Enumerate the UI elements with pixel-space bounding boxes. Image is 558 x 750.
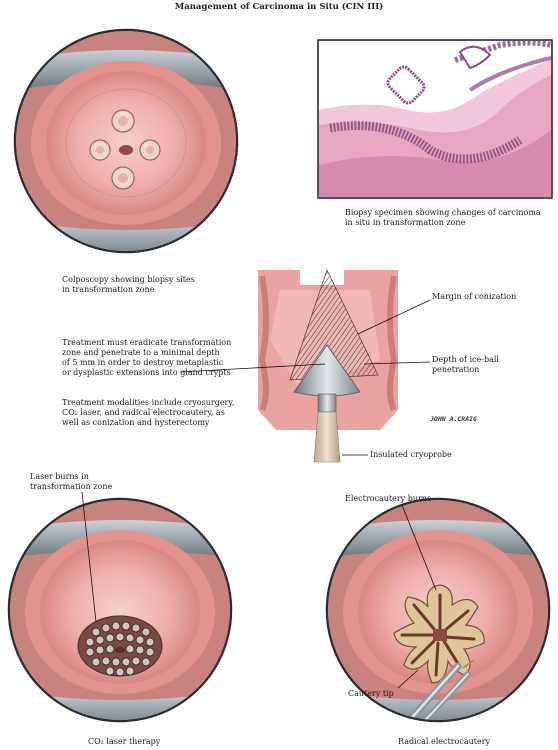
conization-diagram: [258, 268, 398, 463]
leader-treatment: [179, 363, 326, 373]
leader-margin-conization: [357, 299, 431, 335]
caption-co2-laser-therapy: CO₂ laser therapy: [88, 737, 161, 746]
caption-margin-conization: Margin of conization: [432, 292, 517, 301]
artist-signature: JOHN A.CRAIG: [430, 415, 477, 423]
caption-treatment-eradicate: Treatment must eradicate transformation …: [62, 338, 232, 377]
leader-lines: [81, 299, 437, 689]
co2-laser-view: [7, 497, 233, 723]
caption-laser-burns: Laser burns in transformation zone: [30, 472, 113, 491]
caption-radical-electrocautery: Radical electrocautery: [398, 737, 491, 746]
page-title: Management of Carcinoma in Situ (CIN III…: [174, 2, 384, 12]
caption-colposcopy: Colposcopy showing biopsy sites in trans…: [62, 275, 195, 294]
caption-treatment-modalities: Treatment modalities include cryosurgery…: [62, 398, 235, 427]
caption-depth-iceball: Depth of ice-ball penetration: [432, 355, 499, 374]
electrocautery-view: [325, 497, 551, 723]
caption-insulated-cryoprobe: Insulated cryoprobe: [370, 450, 452, 459]
caption-biopsy-specimen: Biopsy specimen showing changes of carci…: [345, 208, 541, 227]
leader-electrocautery-burns: [401, 504, 437, 591]
colposcopy-view: [13, 28, 239, 254]
biopsy-specimen-view: [317, 39, 553, 199]
caption-electrocautery-burns: Electrocautery burns: [345, 494, 432, 503]
leader-cautery-tip: [397, 669, 419, 689]
caption-cautery-tip: Cautery tip: [348, 689, 394, 698]
leader-ice-ball: [363, 361, 431, 365]
leader-laser-burns: [81, 491, 97, 623]
